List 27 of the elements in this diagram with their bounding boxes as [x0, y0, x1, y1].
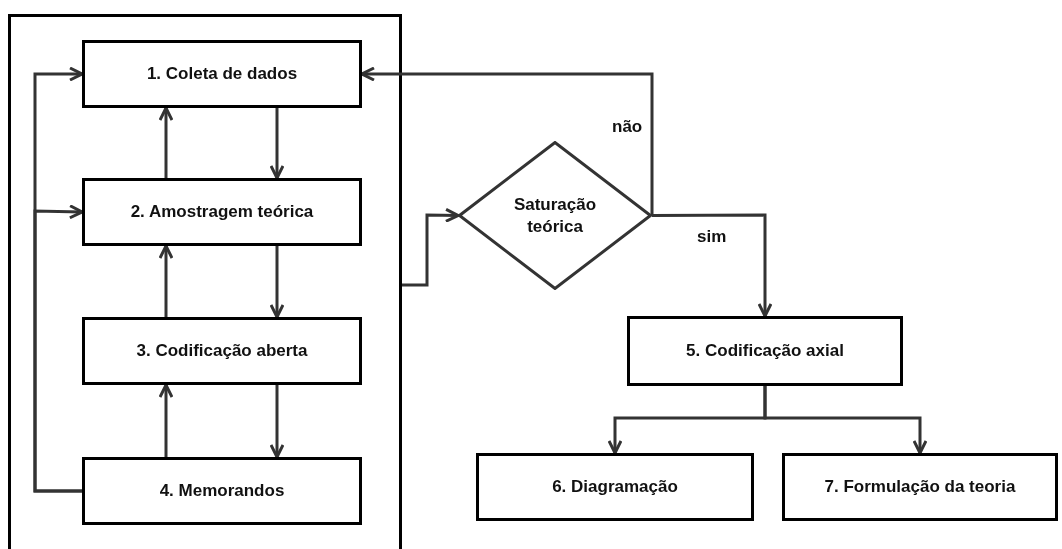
process-box [627, 316, 903, 386]
group-frame [8, 14, 402, 549]
process-label: 5. Codificação axial [686, 341, 844, 361]
process-label: 3. Codificação aberta [136, 341, 308, 361]
process-box [782, 453, 1058, 521]
process-box [476, 453, 754, 521]
process-label: 7. Formulação da teoria [824, 477, 1016, 497]
arrow [360, 66, 654, 216]
arrow [158, 106, 174, 178]
process-box [82, 178, 362, 246]
process-box [82, 457, 362, 525]
process-label: 2. Amostragem teórica [130, 202, 314, 222]
arrow [763, 386, 928, 455]
arrow [269, 385, 285, 459]
arrow [402, 207, 460, 287]
process-label: 4. Memorandos [159, 481, 285, 501]
arrow [269, 246, 285, 319]
process-label: 1. Coleta de dados [146, 64, 298, 84]
process-box [82, 317, 362, 385]
process-label: 6. Diagramação [552, 477, 678, 497]
arrow [652, 213, 773, 318]
arrow [33, 204, 84, 493]
arrow [158, 383, 174, 457]
arrow [269, 108, 285, 180]
arrow [158, 244, 174, 317]
process-box [82, 40, 362, 108]
decision-text: Saturação teórica [512, 194, 598, 237]
